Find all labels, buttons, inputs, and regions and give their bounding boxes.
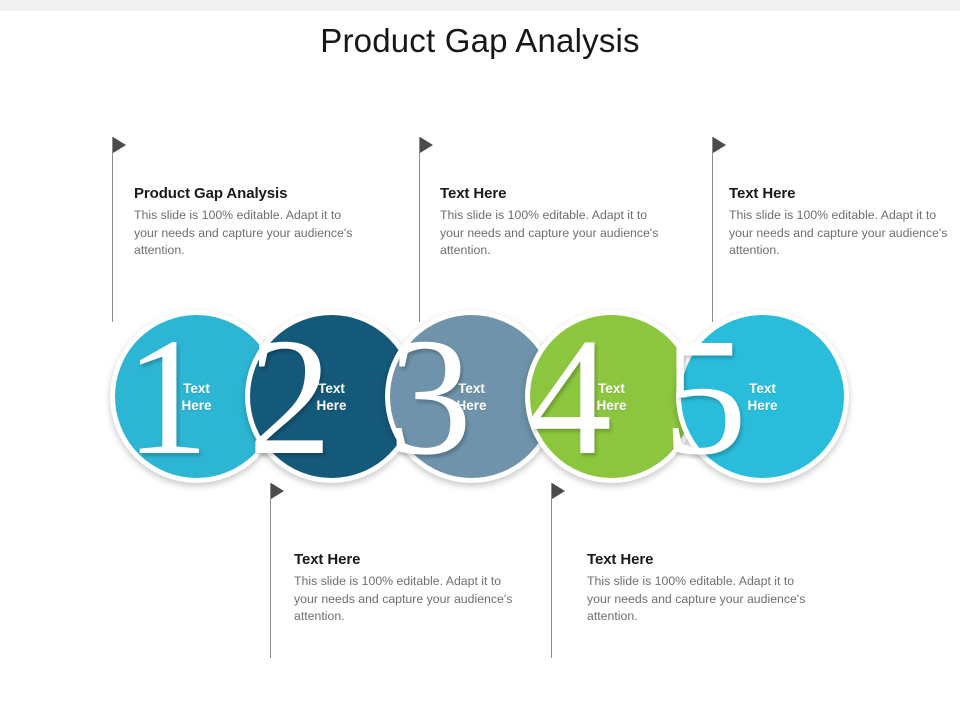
- callout-body: This slide is 100% editable. Adapt it to…: [294, 574, 513, 623]
- arrow-marker-icon: [713, 137, 726, 153]
- connector-line: [551, 483, 552, 658]
- connector-bottom-1: [270, 483, 284, 658]
- connector-line: [270, 483, 271, 658]
- page-title: Product Gap Analysis: [320, 22, 640, 59]
- step-label-line2: Here: [456, 397, 487, 413]
- callout-heading: Product Gap Analysis: [134, 185, 288, 202]
- step-label-4: Text Here: [530, 380, 693, 414]
- callout-heading: Text Here: [294, 551, 361, 568]
- step-label-line2: Here: [181, 397, 212, 413]
- connector-top-2: [419, 137, 433, 322]
- arrow-marker-icon: [552, 483, 565, 499]
- connector-line: [112, 137, 113, 322]
- arrow-marker-icon: [113, 137, 126, 153]
- connector-top-1: [112, 137, 126, 322]
- top-strip: [0, 0, 960, 11]
- callout-heading: Text Here: [440, 185, 507, 202]
- callout-top-3[interactable]: Text Here This slide is 100% editable. A…: [729, 185, 951, 260]
- step-label-line1: Text: [318, 380, 345, 396]
- step-label-line1: Text: [183, 380, 210, 396]
- step-label-line1: Text: [749, 380, 776, 396]
- arrow-marker-icon: [420, 137, 433, 153]
- step-circle-5[interactable]: Text Here: [676, 310, 849, 483]
- step-label-1: Text Here: [115, 380, 278, 414]
- callout-top-2[interactable]: Text Here This slide is 100% editable. A…: [440, 185, 672, 260]
- connector-line: [712, 137, 713, 322]
- callout-body: This slide is 100% editable. Adapt it to…: [729, 208, 948, 257]
- step-label-line1: Text: [598, 380, 625, 396]
- callout-body: This slide is 100% editable. Adapt it to…: [587, 574, 806, 623]
- callout-heading: Text Here: [729, 185, 796, 202]
- step-label-line1: Text: [458, 380, 485, 396]
- callout-bottom-2[interactable]: Text Here This slide is 100% editable. A…: [587, 551, 819, 626]
- callout-heading: Text Here: [587, 551, 654, 568]
- step-label-2: Text Here: [250, 380, 413, 414]
- step-label-5: Text Here: [681, 380, 844, 414]
- callout-body: This slide is 100% editable. Adapt it to…: [134, 208, 353, 257]
- step-circle-4[interactable]: Text Here: [525, 310, 698, 483]
- connector-bottom-2: [551, 483, 565, 658]
- step-label-line2: Here: [316, 397, 347, 413]
- connector-line: [419, 137, 420, 322]
- step-label-line2: Here: [747, 397, 778, 413]
- connector-top-3: [712, 137, 726, 322]
- step-label-3: Text Here: [390, 380, 553, 414]
- arrow-marker-icon: [271, 483, 284, 499]
- step-label-line2: Here: [596, 397, 627, 413]
- callout-bottom-1[interactable]: Text Here This slide is 100% editable. A…: [294, 551, 526, 626]
- process-circle-band: Text Here Text Here Text Here Text Here: [0, 300, 960, 510]
- callout-top-1[interactable]: Product Gap Analysis This slide is 100% …: [134, 185, 366, 260]
- callout-body: This slide is 100% editable. Adapt it to…: [440, 208, 659, 257]
